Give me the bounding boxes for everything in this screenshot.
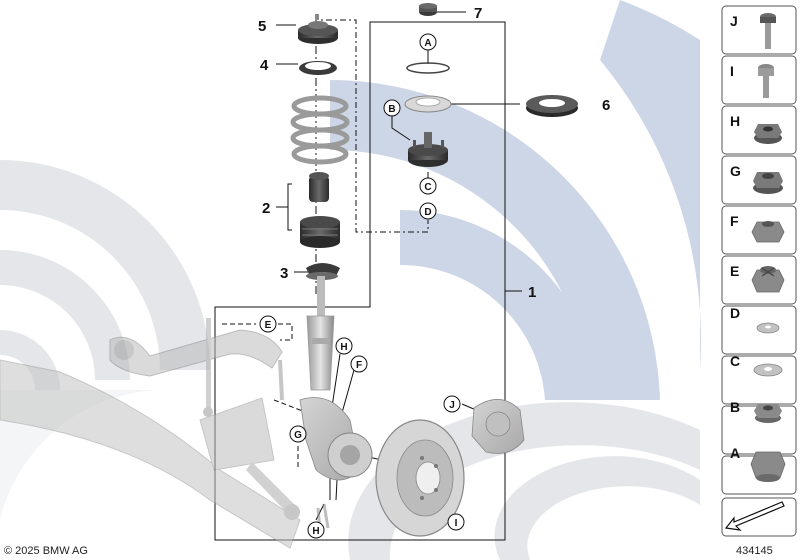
circle-label-H-upper: H xyxy=(335,337,353,355)
wheel-bearing-hub xyxy=(471,399,525,454)
steering-knuckle xyxy=(299,397,373,481)
part-4-spring-seat xyxy=(299,61,337,75)
key-cell-H: H xyxy=(721,105,797,155)
svg-text:H: H xyxy=(340,342,347,353)
svg-text:D: D xyxy=(730,305,740,321)
svg-text:H: H xyxy=(312,526,319,537)
circle-label-A: A xyxy=(419,33,437,51)
svg-text:A: A xyxy=(730,445,740,461)
callout-1: 1 xyxy=(528,284,536,301)
coil-spring xyxy=(290,95,350,165)
cap-nut-icon xyxy=(750,451,786,482)
callout-3: 3 xyxy=(280,265,288,282)
part-6-bearing-plate xyxy=(526,95,578,117)
key-cell-J: J xyxy=(721,5,797,55)
bolt-socket-head-icon xyxy=(758,64,774,98)
washer-icon xyxy=(756,322,780,334)
svg-text:F: F xyxy=(730,213,739,229)
svg-text:C: C xyxy=(730,353,740,369)
svg-text:B: B xyxy=(388,104,395,115)
key-cell-G: G xyxy=(721,155,797,205)
circle-label-F: F xyxy=(350,355,368,373)
flange-nut-icon xyxy=(754,124,782,144)
svg-text:G: G xyxy=(730,163,741,179)
key-cell-A: A xyxy=(721,445,797,495)
circle-label-E: E xyxy=(259,315,277,333)
svg-text:H: H xyxy=(730,113,740,129)
svg-text:J: J xyxy=(449,400,455,411)
svg-text:B: B xyxy=(730,399,740,415)
crimp-nut-icon xyxy=(751,266,785,293)
key-cell-I: I xyxy=(721,55,797,105)
circle-labels: A B C D E H F G xyxy=(259,33,465,539)
callout-numbers: 1 2 3 4 5 6 7 xyxy=(258,5,610,301)
circle-label-I: I xyxy=(447,513,465,531)
shock-absorber xyxy=(306,276,335,391)
bearing-disc-light xyxy=(404,95,452,113)
svg-text:C: C xyxy=(424,182,431,193)
part-2-bump-stop xyxy=(300,172,340,248)
callout-2: 2 xyxy=(262,200,270,217)
part-7-cap xyxy=(419,3,437,16)
circle-label-G: G xyxy=(289,425,307,443)
strut-top-mount xyxy=(408,132,448,167)
svg-text:D: D xyxy=(424,207,431,218)
key-cell-C: C xyxy=(721,353,797,405)
circle-label-C: C xyxy=(419,177,437,195)
svg-text:F: F xyxy=(356,360,362,371)
image-number: 434145 xyxy=(736,545,773,557)
callout-5: 5 xyxy=(258,18,266,35)
hex-nut-icon xyxy=(751,221,785,243)
flange-nut-b-icon xyxy=(754,404,782,423)
large-washer-icon xyxy=(753,363,783,377)
direction-arrow-icon xyxy=(724,501,785,531)
bolt-flange-icon xyxy=(760,13,776,49)
svg-text:I: I xyxy=(730,63,734,79)
frame-part-1 xyxy=(214,21,506,541)
circle-label-D: D xyxy=(419,202,437,220)
key-cell-D: D xyxy=(721,305,797,355)
fastener-key: J I H xyxy=(721,5,797,537)
circle-label-B: B xyxy=(383,99,401,117)
copyright-text: © 2025 BMW AG xyxy=(4,545,88,557)
svg-text:E: E xyxy=(730,263,739,279)
key-cell-E: E xyxy=(721,255,797,305)
circle-label-J: J xyxy=(443,395,461,413)
key-cell-F: F xyxy=(721,205,797,255)
circle-label-H-lower: H xyxy=(307,521,325,539)
callout-7: 7 xyxy=(474,5,482,22)
svg-text:E: E xyxy=(265,320,272,331)
callout-6: 6 xyxy=(602,97,610,114)
svg-text:G: G xyxy=(294,430,302,441)
snap-ring xyxy=(406,62,450,74)
key-cell-arrow xyxy=(721,497,797,537)
svg-text:J: J xyxy=(730,13,738,29)
control-arm-and-steering xyxy=(0,318,330,549)
svg-text:I: I xyxy=(455,518,458,529)
key-cell-B: B xyxy=(721,399,797,455)
svg-text:A: A xyxy=(424,38,431,49)
locking-flange-nut-icon xyxy=(753,172,783,194)
part-5-top-mount xyxy=(298,21,338,44)
callout-4: 4 xyxy=(260,57,269,74)
brake-disc xyxy=(375,419,465,537)
